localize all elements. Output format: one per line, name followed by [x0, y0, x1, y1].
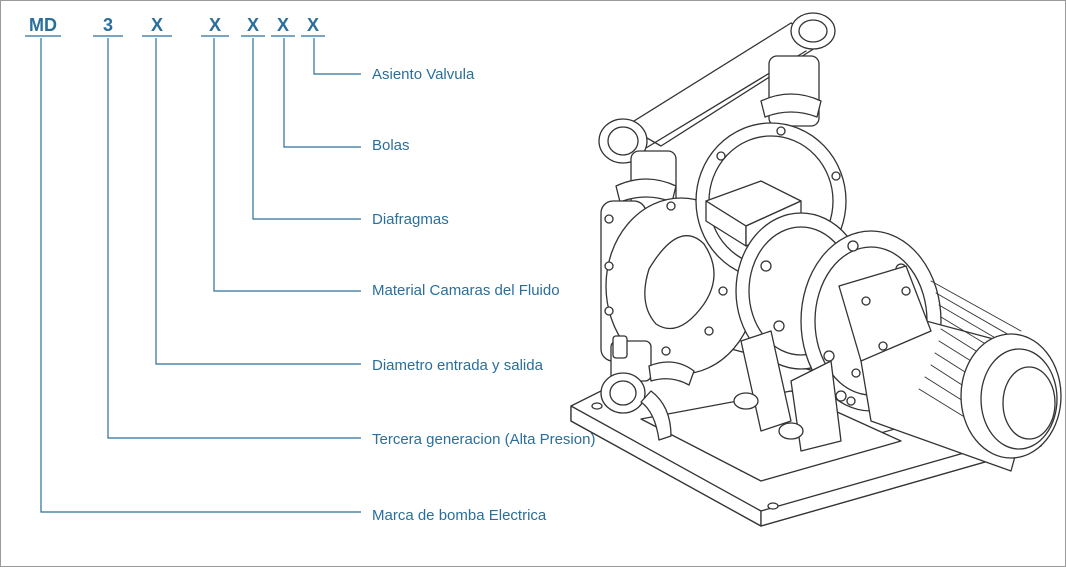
code-segment-x2: X	[208, 15, 221, 35]
leader-asiento-valvula	[313, 38, 361, 75]
code-segment-x5: X	[306, 15, 319, 35]
label-bolas: Bolas	[372, 137, 410, 154]
label-asiento-valvula: Asiento Valvula	[372, 66, 475, 83]
leader-tercera-generacion	[107, 38, 361, 439]
label-tercera-generacion: Tercera generacion (Alta Presion)	[372, 431, 596, 448]
top-manifold	[598, 12, 836, 212]
label-diametro: Diametro entrada y salida	[372, 357, 543, 374]
label-marca: Marca de bomba Electrica	[372, 507, 547, 524]
leader-diafragmas	[252, 38, 361, 220]
leader-diametro	[155, 38, 361, 365]
code-segment-x4: X	[276, 15, 289, 35]
electric-motor	[838, 265, 1062, 472]
bottom-manifold	[600, 335, 695, 441]
leader-material-camaras	[213, 38, 361, 292]
code-segment-3: 3	[102, 15, 113, 35]
code-segment-x1: X	[150, 15, 163, 35]
code-segment-md: MD	[29, 15, 57, 35]
left-fluid-chamber	[600, 197, 757, 375]
label-material-camaras: Material Camaras del Fluido	[372, 282, 560, 299]
code-segment-x3: X	[246, 15, 259, 35]
leader-bolas	[283, 38, 361, 148]
label-diafragmas: Diafragmas	[372, 211, 449, 228]
leader-marca	[40, 38, 361, 513]
